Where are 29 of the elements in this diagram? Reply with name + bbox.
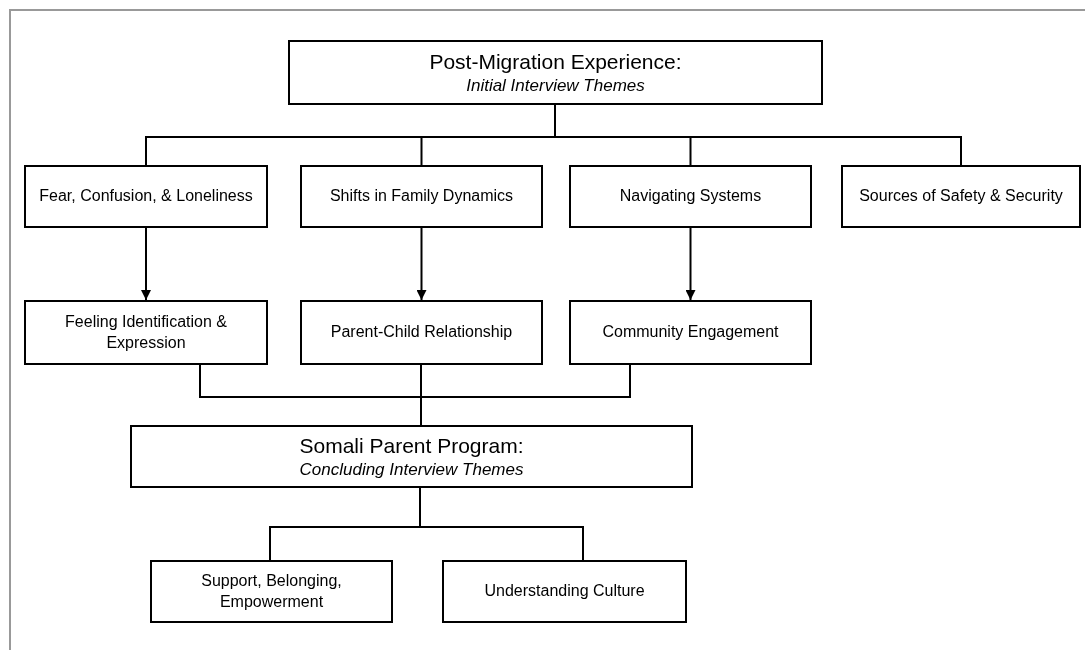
theme-box [150, 560, 393, 623]
theme-box [300, 300, 543, 365]
theme-box [24, 165, 268, 228]
box-title: Somali Parent Program: [299, 432, 524, 459]
arrow [141, 227, 151, 301]
arrow [685, 227, 696, 301]
box-title: Post-Migration Experience: [429, 48, 682, 75]
theme-box [569, 300, 812, 365]
box-label: Fear, Confusion, & Loneliness [39, 186, 253, 207]
theme-box [300, 165, 543, 228]
theme-box [569, 165, 812, 228]
heading-box [130, 425, 693, 488]
box-label: Shifts in Family Dynamics [329, 186, 514, 207]
connector-line [420, 364, 631, 426]
box-label: Parent-Child Relationship [330, 322, 513, 343]
box-subtitle: Concluding Interview Themes [299, 459, 524, 481]
box-label: Community Engagement [602, 322, 779, 343]
arrow [416, 227, 427, 301]
box-label: Feeling Identification & Expression [64, 311, 228, 353]
theme-box [442, 560, 687, 623]
box-label: Support, Belonging, Empowerment [200, 570, 343, 612]
connector-line [419, 487, 584, 561]
box-label: Sources of Safety & Security [859, 186, 1063, 207]
box-label: Navigating Systems [619, 186, 762, 207]
box-label: Understanding Culture [484, 581, 645, 602]
heading-box [288, 40, 823, 105]
theme-box [841, 165, 1081, 228]
theme-box [24, 300, 268, 365]
box-subtitle: Initial Interview Themes [466, 75, 645, 97]
